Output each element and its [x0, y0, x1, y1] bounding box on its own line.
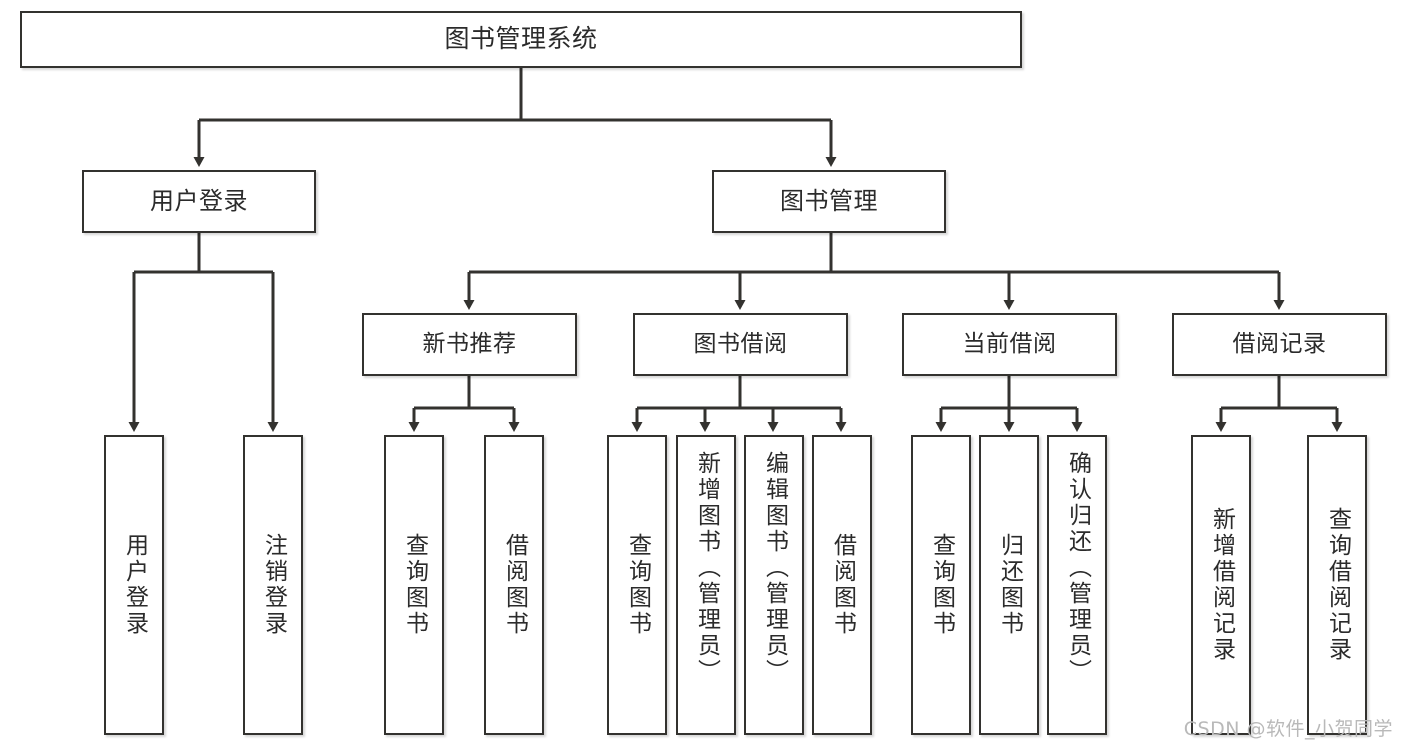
csdn-watermark: CSDN @软件_小贺同学	[1183, 718, 1393, 740]
node-label: 用户登录	[150, 186, 248, 215]
node-label: 图书管理系统	[444, 24, 598, 54]
node-book-management[interactable]: 图书管理	[712, 170, 946, 233]
node-label: 确认归还（管理员）	[1064, 451, 1091, 685]
node-label: 新增图书（管理员）	[693, 451, 720, 685]
leaf-query-book-new[interactable]: 查询图书	[384, 435, 444, 735]
leaf-add-book-admin[interactable]: 新增图书（管理员）	[676, 435, 736, 735]
node-label: 归还图书	[996, 533, 1023, 637]
leaf-query-book-current[interactable]: 查询图书	[911, 435, 971, 735]
node-label: 借阅图书	[501, 533, 528, 637]
node-label: 图书借阅	[693, 331, 788, 358]
node-book-borrowing[interactable]: 图书借阅	[633, 313, 848, 376]
leaf-user-login[interactable]: 用户登录	[104, 435, 164, 735]
leaf-borrow-book[interactable]: 借阅图书	[812, 435, 872, 735]
leaf-return-book[interactable]: 归还图书	[979, 435, 1039, 735]
node-label: 借阅记录	[1232, 331, 1327, 358]
node-new-book-recommendation[interactable]: 新书推荐	[362, 313, 577, 376]
node-label: 查询图书	[928, 533, 955, 637]
node-label: 查询图书	[401, 533, 428, 637]
leaf-query-book-borrow[interactable]: 查询图书	[607, 435, 667, 735]
node-label: 图书管理	[780, 186, 878, 215]
node-label: 新增借阅记录	[1208, 507, 1235, 663]
node-label: 查询借阅记录	[1324, 507, 1351, 663]
node-borrowing-record[interactable]: 借阅记录	[1172, 313, 1387, 376]
leaf-confirm-return-admin[interactable]: 确认归还（管理员）	[1047, 435, 1107, 735]
node-label: 编辑图书（管理员）	[761, 451, 788, 685]
node-current-borrowing[interactable]: 当前借阅	[902, 313, 1117, 376]
leaf-borrow-book-new[interactable]: 借阅图书	[484, 435, 544, 735]
node-user-login[interactable]: 用户登录	[82, 170, 316, 233]
node-label: 注销登录	[260, 533, 287, 637]
node-label: 新书推荐	[422, 331, 517, 358]
node-label: 查询图书	[624, 533, 651, 637]
node-label: 借阅图书	[829, 533, 856, 637]
node-root-book-management-system[interactable]: 图书管理系统	[20, 11, 1022, 68]
leaf-logout[interactable]: 注销登录	[243, 435, 303, 735]
node-label: 用户登录	[121, 533, 148, 637]
leaf-edit-book-admin[interactable]: 编辑图书（管理员）	[744, 435, 804, 735]
node-label: 当前借阅	[962, 331, 1057, 358]
leaf-query-borrow-record[interactable]: 查询借阅记录	[1307, 435, 1367, 735]
leaf-add-borrow-record[interactable]: 新增借阅记录	[1191, 435, 1251, 735]
